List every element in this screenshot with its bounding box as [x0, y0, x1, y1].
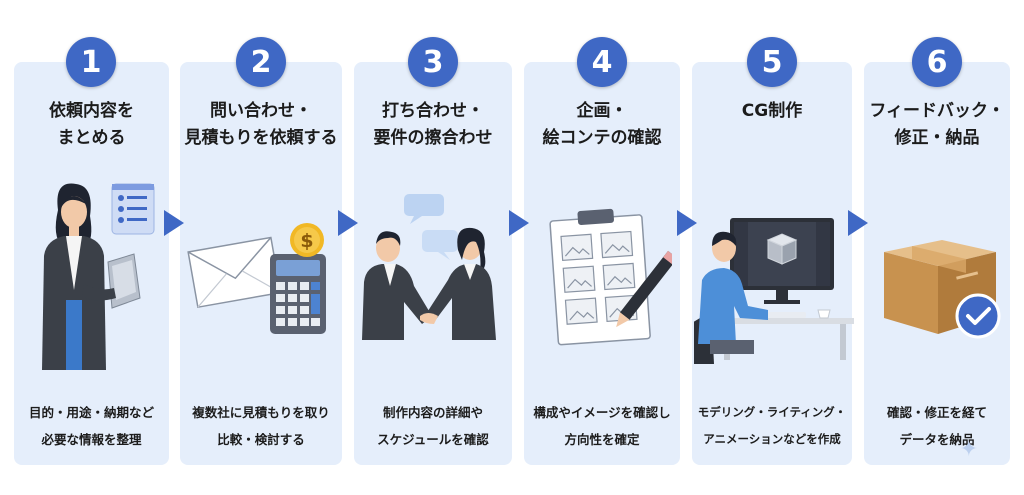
step-description-5-line-1: モデリング・ライティング・	[697, 405, 847, 419]
step-number-badge-3: 3	[408, 37, 458, 87]
step-title-2-line-1: 問い合わせ・	[210, 101, 312, 121]
storyboard-clipboard-icon	[542, 208, 672, 348]
step-description-2-line-2: 比較・検討する	[217, 432, 305, 447]
step-title-4-line-2: 絵コンテの確認	[542, 128, 662, 148]
step-title-3: 打ち合わせ・ 要件の擦合わせ	[354, 98, 512, 152]
step-description-4-line-2: 方向性を確定	[564, 432, 640, 447]
step-title-6: フィードバック・ 修正・納品	[860, 98, 1014, 152]
step-description-4: 構成やイメージを確認し 方向性を確定	[524, 399, 680, 453]
step-description-1-line-2: 必要な情報を整理	[41, 432, 142, 447]
step-description-4-line-1: 構成やイメージを確認し	[533, 405, 671, 420]
step-description-1: 目的・用途・納期など 必要な情報を整理	[14, 399, 169, 453]
step-description-1-line-1: 目的・用途・納期など	[28, 405, 154, 420]
handshake-icon	[358, 190, 508, 340]
flow-arrow-1	[164, 210, 184, 236]
step-title-1-line-1: 依頼内容を	[49, 101, 134, 121]
woman-tablet-icon	[28, 180, 158, 370]
cg-workstation-icon	[694, 214, 854, 364]
svg-text:$: $	[300, 230, 313, 252]
step-title-5: CG制作	[692, 98, 852, 125]
step-description-3: 制作内容の詳細や スケジュールを確認	[354, 399, 512, 453]
flow-arrow-4	[677, 210, 697, 236]
step-number-badge-4: 4	[577, 37, 627, 87]
step-title-3-line-2: 要件の擦合わせ	[373, 128, 493, 148]
step-number-badge-6: 6	[912, 37, 962, 87]
envelope-calculator-icon: $	[186, 220, 336, 340]
step-title-4: 企画・ 絵コンテの確認	[524, 98, 680, 152]
step-title-6-line-1: フィードバック・	[869, 101, 1005, 121]
step-description-6-line-2: データを納品	[899, 432, 975, 447]
step-number-badge-5: 5	[747, 37, 797, 87]
step-description-3-line-1: 制作内容の詳細や	[382, 405, 483, 420]
step-title-2: 問い合わせ・ 見積もりを依頼する	[176, 98, 346, 152]
step-number-badge-1: 1	[66, 37, 116, 87]
step-title-2-line-2: 見積もりを依頼する	[184, 128, 338, 148]
step-card-3	[354, 62, 512, 465]
step-description-2: 複数社に見積もりを取り 比較・検討する	[180, 399, 342, 453]
flow-arrow-5	[848, 210, 868, 236]
step-description-3-line-2: スケジュールを確認	[377, 432, 489, 447]
flow-arrow-3	[509, 210, 529, 236]
flow-arrow-2	[338, 210, 358, 236]
step-title-3-line-1: 打ち合わせ・	[382, 101, 484, 121]
sparkle-icon: ✦	[959, 437, 978, 462]
step-title-5-line-1: CG制作	[741, 101, 803, 121]
step-title-1: 依頼内容を まとめる	[14, 98, 169, 152]
step-description-2-line-1: 複数社に見積もりを取り	[192, 405, 330, 420]
step-description-6-line-1: 確認・修正を経て	[886, 405, 987, 420]
box-check-icon	[872, 218, 1012, 348]
step-description-5: モデリング・ライティング・ アニメーションなどを作成	[692, 399, 852, 453]
step-description-5-line-2: アニメーションなどを作成	[703, 432, 841, 446]
step-title-6-line-2: 修正・納品	[894, 128, 980, 148]
step-description-6: 確認・修正を経て データを納品	[864, 399, 1010, 453]
step-title-4-line-1: 企画・	[576, 101, 628, 121]
step-number-badge-2: 2	[236, 37, 286, 87]
step-title-1-line-2: まとめる	[57, 128, 126, 148]
